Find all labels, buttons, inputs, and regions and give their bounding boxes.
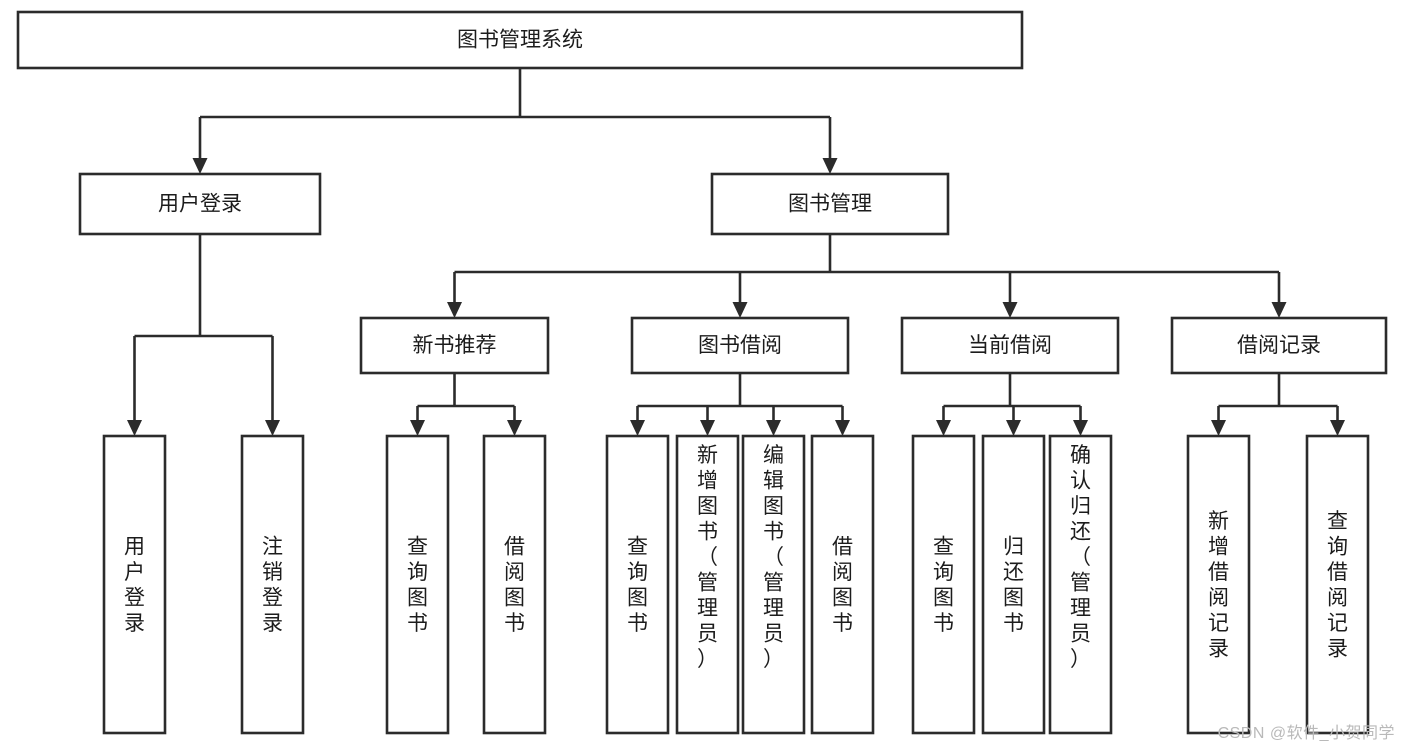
node-label: 查询借阅记录: [1327, 510, 1348, 661]
node-box[interactable]: [675, 434, 740, 735]
node-root-system[interactable]: 图书管理系统: [16, 10, 1024, 70]
node-label: 借阅图书: [504, 535, 525, 635]
arrow-head-icon: [700, 420, 715, 436]
node-level3-3[interactable]: 借阅记录: [1170, 316, 1388, 375]
node-level3-0[interactable]: 新书推荐: [359, 316, 550, 375]
node-label: 查询图书: [933, 535, 954, 635]
node-box[interactable]: [78, 172, 322, 236]
node-box[interactable]: [981, 434, 1046, 735]
node-box[interactable]: [1048, 434, 1113, 735]
node-box[interactable]: [710, 172, 950, 236]
arrow-head-icon: [1211, 420, 1226, 436]
node-box[interactable]: [1305, 434, 1370, 735]
arrow-head-icon: [1330, 420, 1345, 436]
arrow-head-icon: [1002, 302, 1018, 318]
node-box[interactable]: [482, 434, 547, 735]
node-box[interactable]: [605, 434, 670, 735]
node-leaf-1[interactable]: 注销登录: [240, 434, 305, 735]
node-box[interactable]: [911, 434, 976, 735]
arrow-head-icon: [936, 420, 951, 436]
node-label: 图书借阅: [698, 334, 782, 357]
node-level2-1[interactable]: 图书管理: [710, 172, 950, 236]
arrow-head-icon: [732, 302, 748, 318]
node-label: 当前借阅: [968, 334, 1052, 357]
node-leaf-12[interactable]: 查询借阅记录: [1305, 434, 1370, 735]
node-label: 借阅图书: [832, 535, 853, 635]
node-label: 查询图书: [627, 535, 648, 635]
arrow-head-icon: [192, 158, 208, 174]
node-leaf-9[interactable]: 归还图书: [981, 434, 1046, 735]
node-label: 查询图书: [407, 535, 428, 635]
node-label: 借阅记录: [1237, 334, 1321, 357]
node-level2-0[interactable]: 用户登录: [78, 172, 322, 236]
node-leaf-3[interactable]: 借阅图书: [482, 434, 547, 735]
arrow-head-icon: [265, 420, 280, 436]
node-leaf-4[interactable]: 查询图书: [605, 434, 670, 735]
node-box[interactable]: [385, 434, 450, 735]
node-box[interactable]: [810, 434, 875, 735]
arrow-head-icon: [447, 302, 462, 318]
arrow-head-icon: [507, 420, 522, 436]
node-label: 注销登录: [262, 535, 283, 635]
node-box[interactable]: [102, 434, 167, 735]
arrow-head-icon: [410, 420, 425, 436]
node-leaf-10[interactable]: 确认归还（管理员）: [1048, 434, 1113, 735]
node-box[interactable]: [16, 10, 1024, 70]
arrow-head-icon: [1271, 302, 1287, 318]
arrow-head-icon: [835, 420, 850, 436]
node-layer: 图书管理系统用户登录图书管理新书推荐图书借阅当前借阅借阅记录用户登录注销登录查询…: [16, 10, 1388, 735]
csdn-watermark: CSDN @软件_小贺同学: [1217, 725, 1395, 742]
node-leaf-7[interactable]: 借阅图书: [810, 434, 875, 735]
node-box[interactable]: [1186, 434, 1251, 735]
node-box[interactable]: [630, 316, 850, 375]
node-label: 图书管理系统: [457, 29, 583, 52]
node-leaf-8[interactable]: 查询图书: [911, 434, 976, 735]
node-box[interactable]: [900, 316, 1120, 375]
arrow-head-icon: [630, 420, 645, 436]
node-label: 新增图书（管理员）: [697, 444, 718, 671]
node-leaf-2[interactable]: 查询图书: [385, 434, 450, 735]
arrow-head-icon: [766, 420, 781, 436]
connector-layer: [127, 68, 1345, 436]
node-label: 新增借阅记录: [1208, 510, 1229, 661]
node-box[interactable]: [240, 434, 305, 735]
node-label: 确认归还（管理员）: [1070, 444, 1091, 671]
node-level3-1[interactable]: 图书借阅: [630, 316, 850, 375]
arrow-head-icon: [1006, 420, 1021, 436]
node-label: 编辑图书（管理员）: [763, 444, 784, 671]
node-label: 用户登录: [124, 535, 145, 635]
node-label: 新书推荐: [413, 334, 497, 357]
arrow-head-icon: [822, 158, 838, 174]
node-level3-2[interactable]: 当前借阅: [900, 316, 1120, 375]
node-box[interactable]: [359, 316, 550, 375]
node-label: 归还图书: [1003, 535, 1024, 635]
arrow-head-icon: [1073, 420, 1088, 436]
node-leaf-6[interactable]: 编辑图书（管理员）: [741, 434, 806, 735]
node-box[interactable]: [741, 434, 806, 735]
arrow-head-icon: [127, 420, 142, 436]
node-leaf-0[interactable]: 用户登录: [102, 434, 167, 735]
node-box[interactable]: [1170, 316, 1388, 375]
node-label: 用户登录: [158, 193, 242, 216]
node-leaf-11[interactable]: 新增借阅记录: [1186, 434, 1251, 735]
node-leaf-5[interactable]: 新增图书（管理员）: [675, 434, 740, 735]
node-label: 图书管理: [788, 193, 872, 216]
